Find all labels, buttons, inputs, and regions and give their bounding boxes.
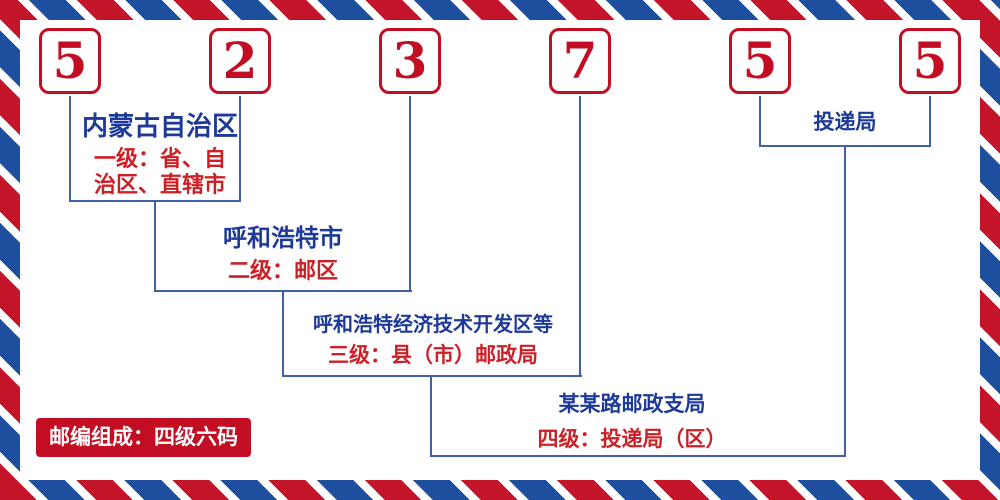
level3-description: 三级：县（市）邮政局: [328, 343, 538, 367]
digit-box-2: 2: [209, 28, 271, 94]
line-delivery-to-level4: [844, 145, 846, 457]
digit-5: 5: [742, 31, 778, 90]
line-box3-down: [409, 96, 411, 292]
level3-label: 呼和浩特经济技术开发区等 三级：县（市）邮政局: [282, 312, 584, 368]
line-step-level1-2: [154, 200, 156, 292]
digit-box-1: 5: [39, 28, 101, 94]
delivery-bureau-name: 投递局: [813, 110, 877, 134]
line-box5-down: [759, 96, 761, 147]
line-box1-down: [69, 96, 71, 200]
line-box6-down: [929, 96, 931, 147]
digit-box-5: 5: [729, 28, 791, 94]
composition-badge: 邮编组成：四级六码: [36, 418, 251, 457]
line-box2-down: [239, 96, 241, 200]
delivery-label: 投递局: [770, 110, 920, 135]
line-step-level3-4: [430, 375, 432, 457]
level2-city-name: 呼和浩特市: [223, 224, 343, 252]
digit-2: 2: [222, 31, 258, 90]
line-level3-underline: [282, 375, 582, 377]
digit-6: 5: [912, 31, 948, 90]
level2-label: 呼和浩特市 二级：邮区: [173, 224, 393, 285]
level3-district-name: 呼和浩特经济技术开发区等: [313, 312, 553, 336]
composition-text: 邮编组成：四级六码: [49, 425, 238, 449]
line-box4-down: [579, 96, 581, 377]
level1-label: 内蒙古自治区 一级：省、自 治区、直辖市: [55, 112, 265, 199]
level4-description: 四级：投递局（区）: [537, 427, 727, 452]
line-step-level2-3: [282, 290, 284, 377]
level2-description: 二级：邮区: [227, 258, 338, 284]
digit-1: 5: [52, 31, 88, 90]
diagram-background: [20, 20, 980, 480]
digit-box-6: 5: [899, 28, 961, 94]
line-level4-underline: [430, 455, 846, 457]
digit-3: 3: [392, 31, 428, 90]
level4-label: 某某路邮政支局 四级：投递局（区）: [482, 392, 782, 452]
digit-box-4: 7: [549, 28, 611, 94]
digit-box-3: 3: [379, 28, 441, 94]
level1-region-name: 内蒙古自治区: [81, 112, 238, 142]
level4-branch-name: 某某路邮政支局: [558, 392, 706, 416]
level1-description: 一级：省、自 治区、直辖市: [93, 147, 226, 199]
digit-4: 7: [562, 31, 598, 90]
